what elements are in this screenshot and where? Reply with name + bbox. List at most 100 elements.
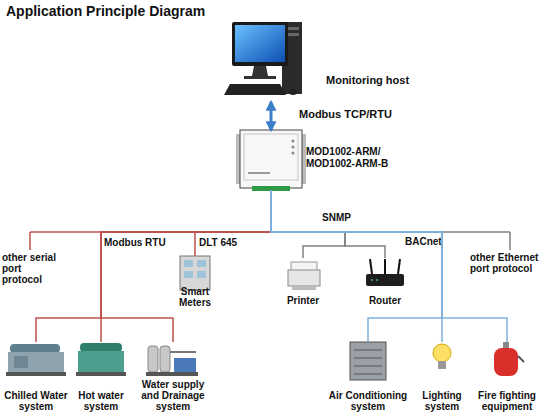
smart-meter-cabinet-part [180, 256, 210, 290]
water-supply-illustration-part [174, 358, 196, 372]
computer-illustration-part [232, 22, 288, 66]
chiller-illustration-part [14, 356, 28, 368]
device-node: Water supply and Drainage system [132, 342, 214, 412]
router-illustration [366, 259, 404, 286]
connector [271, 190, 442, 342]
chiller-illustration [6, 344, 66, 376]
light-bulb [433, 344, 451, 369]
fire-tank-part [494, 348, 518, 376]
fire-tank [494, 342, 524, 376]
water-supply-illustration [146, 346, 198, 376]
printer-illustration [288, 262, 320, 290]
node-caption: Fire fighting equipment [474, 390, 540, 412]
gateway-device-part [244, 134, 298, 180]
device-node: Hot water system [72, 342, 130, 412]
protocol-label: SNMP [322, 212, 351, 223]
smart-meter-cabinet [180, 256, 210, 290]
gateway-device-part [236, 134, 240, 184]
gateway-device-part [292, 146, 295, 149]
smart-meter-cabinet-part [197, 260, 206, 267]
diagram-title: Application Principle Diagram [6, 3, 205, 19]
connector [195, 190, 271, 256]
node-caption: Water supply and Drainage system [132, 379, 214, 412]
device-node: Chilled Water system [1, 342, 71, 412]
connector [271, 190, 345, 258]
node-caption: Air Conditioning system [326, 390, 410, 412]
light-bulb-part [433, 344, 451, 362]
water-supply-illustration-part [160, 346, 170, 372]
connector [270, 102, 273, 130]
gateway-device [236, 130, 306, 191]
air-conditioning-illustration-part [354, 358, 382, 359]
edge-label: Modbus TCP/RTU [299, 108, 392, 121]
router-illustration-part [366, 274, 404, 286]
hot-water-illustration [76, 343, 126, 376]
router-illustration-part [376, 279, 378, 281]
router-illustration-part [398, 259, 400, 274]
bus-line-part [30, 231, 271, 233]
node-caption: Hot water system [72, 390, 130, 412]
smart-meter-cabinet-part [184, 260, 193, 267]
device-node: Air Conditioning system [326, 342, 410, 412]
router-illustration-part [370, 259, 372, 274]
chiller-illustration-part [6, 372, 66, 376]
router-illustration-part [371, 279, 373, 281]
fire-tank-part [518, 356, 524, 362]
computer-illustration-part [235, 25, 285, 62]
printer-illustration-part [288, 270, 320, 286]
connector [36, 190, 271, 342]
air-conditioning-illustration-part [350, 342, 386, 380]
bus-line-part [29, 232, 31, 250]
device-node: Printer [275, 258, 331, 306]
chiller-illustration-part [10, 344, 60, 353]
node-caption: Chilled Water system [1, 390, 71, 412]
hot-water-illustration-part [80, 343, 122, 352]
router-illustration-part [384, 259, 386, 274]
gateway-device-part [292, 152, 295, 155]
computer-illustration-part [252, 66, 268, 76]
device-node: Lighting system [412, 342, 472, 412]
connector [101, 190, 271, 342]
node-caption: Printer [287, 295, 319, 306]
protocol-label: BACnet [405, 236, 442, 247]
protocol-label: other serial port protocol [2, 252, 64, 285]
bus-line [30, 232, 510, 250]
chiller-illustration-part [8, 352, 64, 372]
protocol-label: DLT 645 [199, 237, 237, 248]
connector [271, 190, 507, 342]
monitoring-host: Monitoring host [226, 18, 302, 102]
water-supply-illustration-part [170, 351, 196, 353]
water-supply-illustration-part [148, 346, 158, 372]
node-label: Monitoring host [326, 74, 436, 87]
gateway-device: MOD1002-ARM/ MOD1002-ARM-B [240, 130, 302, 190]
protocol-label: Modbus RTU [104, 237, 166, 248]
air-conditioning-illustration [350, 342, 386, 380]
device-node: Router [357, 258, 413, 306]
device-node: Smart Meters [165, 256, 225, 308]
light-bulb-part [438, 361, 446, 369]
connector [101, 190, 271, 342]
gateway-device-part [248, 172, 270, 174]
hot-water-illustration-part [78, 351, 124, 372]
air-conditioning-illustration-part [354, 350, 382, 351]
smart-meter-cabinet-part [184, 271, 193, 278]
gateway-device-part [240, 130, 302, 188]
smart-meter-cabinet-part [197, 271, 206, 278]
connector [271, 190, 442, 342]
connector [271, 190, 385, 258]
bus-line-part [271, 231, 510, 233]
printer-illustration-part [292, 286, 316, 290]
node-caption: Router [369, 295, 401, 306]
gateway-device-part [302, 134, 306, 184]
gateway-device-part [252, 186, 290, 191]
water-supply-illustration-part [146, 372, 198, 376]
protocol-label: other Ethernet port protocol [470, 252, 540, 274]
computer-illustration-part [244, 76, 276, 79]
node-label: MOD1002-ARM/ MOD1002-ARM-B [306, 146, 396, 170]
node-caption: Lighting system [412, 390, 472, 412]
device-node: Fire fighting equipment [474, 342, 540, 412]
